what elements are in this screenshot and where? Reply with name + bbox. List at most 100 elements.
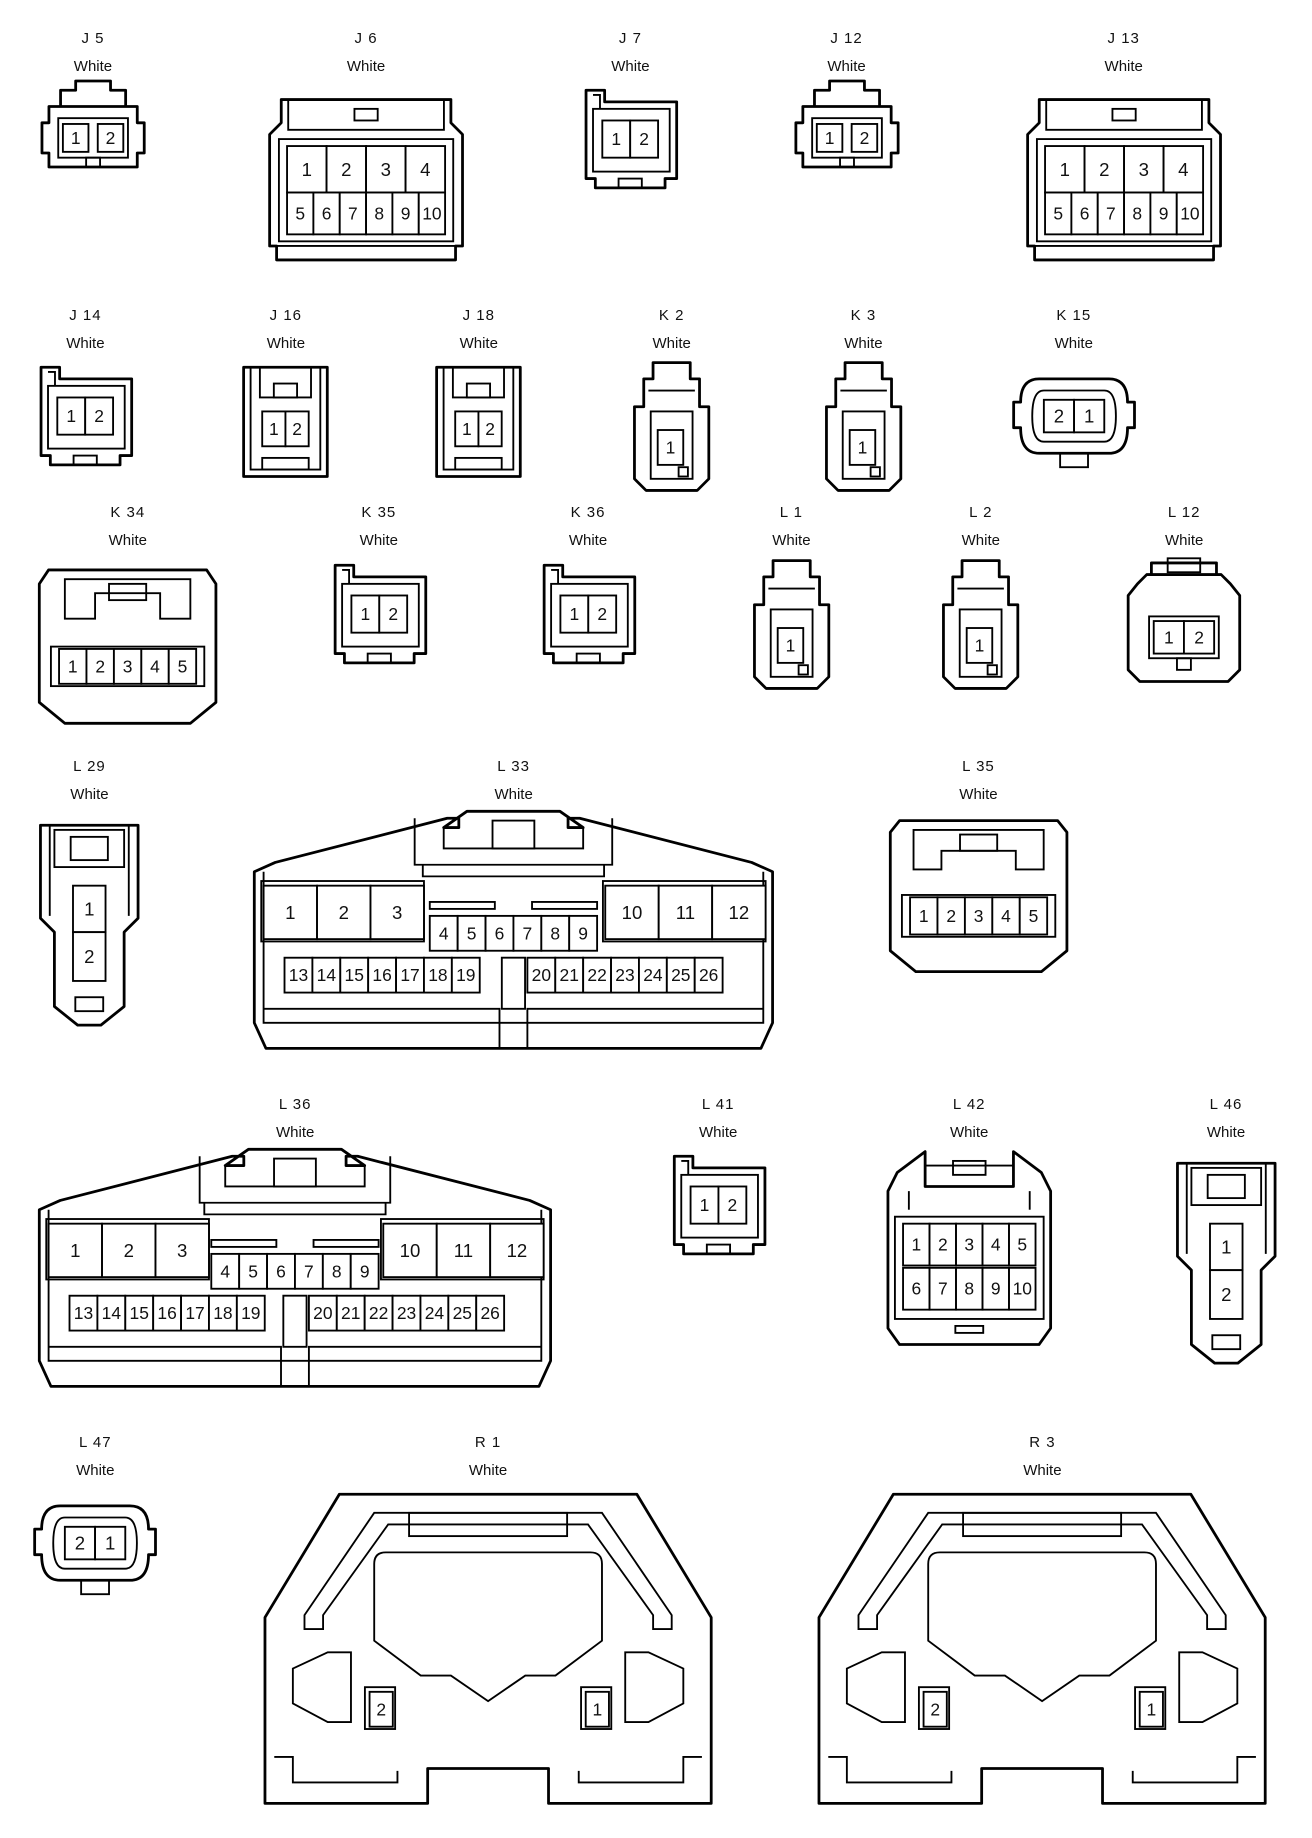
connector-id-label: L 41	[701, 1095, 735, 1113]
pin-1: 1	[559, 594, 589, 634]
pin-number: 3	[123, 656, 133, 676]
pin-number: 2	[727, 1195, 737, 1215]
outline-part	[1030, 389, 1117, 443]
outline-part	[263, 1493, 713, 1805]
pin-1: 1	[58, 647, 88, 685]
pin-1: 1	[94, 1526, 127, 1561]
pin-number: 25	[453, 1303, 472, 1323]
pin-number: 1	[1084, 406, 1094, 427]
pin-number: 19	[456, 965, 475, 985]
pin-3: 3	[963, 896, 994, 936]
pin-number: 10	[422, 204, 442, 224]
pin-number: 8	[964, 1279, 974, 1299]
outline-part	[577, 1756, 702, 1784]
connector-color-label: White	[611, 58, 650, 76]
pin-2: 2	[64, 1526, 97, 1561]
pin-21: 21	[336, 1294, 366, 1332]
pin-number: 2	[640, 129, 650, 149]
pin-1: 1	[601, 119, 632, 159]
pin-4: 4	[210, 1252, 241, 1290]
connector-id-label: R 3	[1029, 1434, 1056, 1452]
outline-part	[838, 157, 855, 169]
connector-color-label: White	[359, 532, 398, 550]
pin-9: 9	[1149, 191, 1178, 236]
pin-16: 16	[152, 1294, 183, 1332]
pin-number: 9	[991, 1279, 1001, 1299]
outline-part	[1111, 108, 1137, 122]
pin-5: 5	[1043, 191, 1072, 236]
pin-3: 3	[955, 1222, 984, 1267]
connector-id-label: K 15	[1056, 306, 1092, 324]
pin-1: 1	[262, 884, 319, 940]
connector-id-label: J 14	[69, 306, 102, 324]
pin-number: 2	[1221, 1284, 1231, 1305]
outline-part	[303, 1512, 673, 1631]
outline-part	[649, 410, 694, 480]
pin-number: 7	[938, 1279, 948, 1299]
connector-color-label: White	[346, 58, 386, 76]
pin-number: 1	[857, 437, 867, 457]
connector-id-label: L 36	[278, 1095, 312, 1113]
pin-number: 5	[467, 923, 477, 943]
pin-number: 1	[84, 898, 94, 919]
pin-4: 4	[404, 145, 446, 194]
pin-1: 1	[656, 429, 685, 466]
outline-part	[958, 833, 998, 852]
pin-number: 2	[1053, 406, 1063, 427]
outline-part	[74, 996, 105, 1012]
pin-5: 5	[168, 647, 198, 685]
pin-25: 25	[447, 1294, 478, 1332]
pin-number: 7	[348, 204, 358, 224]
pin-1: 1	[1043, 145, 1086, 194]
outline-part	[1044, 99, 1203, 132]
outline-part	[927, 1551, 1158, 1703]
pin-number: 4	[1178, 159, 1188, 180]
outline-part	[435, 365, 522, 478]
outline-part	[680, 1159, 689, 1175]
outline-part	[466, 382, 492, 399]
pin-number: 14	[102, 1303, 122, 1323]
outline-part	[575, 652, 601, 664]
pin-number: 18	[428, 965, 447, 985]
pin-1: 1	[689, 1185, 720, 1225]
outline-part	[53, 828, 126, 868]
pin-number: 9	[401, 204, 411, 224]
pin-number: 1	[71, 128, 81, 148]
pin-number: 3	[381, 159, 391, 180]
outline-part	[198, 1156, 392, 1204]
pin-number: 1	[699, 1195, 709, 1215]
outline-part	[1176, 656, 1193, 671]
outline-part	[542, 563, 636, 664]
outline-part	[672, 1154, 767, 1256]
pin-number: 6	[322, 204, 332, 224]
connector-color-label: White	[698, 1123, 738, 1141]
pin-number: 26	[699, 965, 718, 985]
outline-part	[341, 568, 350, 584]
outline-part	[912, 828, 1045, 871]
connector-color-label: White	[266, 334, 306, 352]
outline-part	[900, 893, 1057, 938]
pin-2: 2	[316, 884, 372, 940]
pin-number: 8	[332, 1261, 342, 1281]
pin-number: 1	[70, 1240, 80, 1261]
pin-1: 1	[965, 626, 994, 664]
pin-9: 9	[568, 914, 599, 952]
pin-number: 3	[392, 902, 402, 923]
pin-number: 1	[462, 419, 472, 439]
outline-part	[893, 1215, 1045, 1320]
pin-number: 7	[304, 1261, 314, 1281]
pin-5: 5	[456, 914, 487, 952]
pin-2: 2	[325, 145, 367, 194]
pin-number: 2	[94, 406, 104, 426]
pin-2: 2	[284, 410, 311, 448]
outline-part	[549, 582, 629, 648]
pin-number: 4	[420, 159, 430, 180]
